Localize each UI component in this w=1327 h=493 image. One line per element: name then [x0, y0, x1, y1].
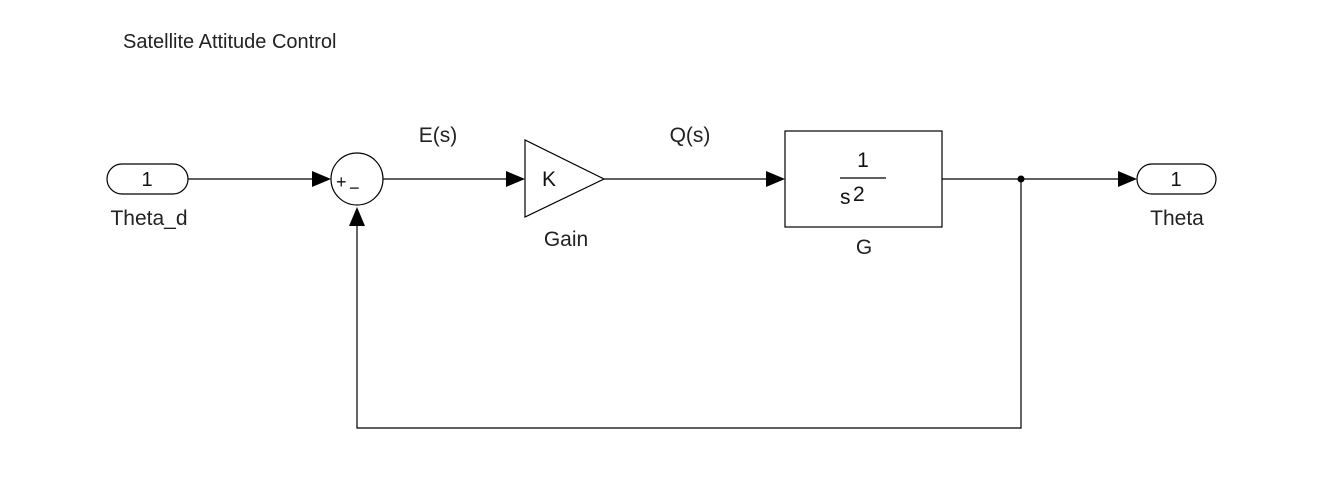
gain-value: K: [542, 168, 556, 191]
gain-shape[interactable]: [524, 139, 606, 218]
gain-name: Gain: [544, 228, 588, 251]
outport-block[interactable]: 1 Theta: [1136, 163, 1217, 230]
inport-block[interactable]: 1 Theta_d: [106, 163, 189, 230]
outport-number: 1: [1170, 169, 1181, 191]
arrow-feedback-into-sum: [349, 207, 365, 226]
sum-shape[interactable]: [330, 152, 384, 206]
inport-shape[interactable]: [106, 163, 189, 195]
tf-numerator: 1: [857, 149, 869, 172]
transfer-function-name: G: [856, 236, 872, 259]
arrow-into-plant: [766, 171, 785, 187]
sum-block[interactable]: + −: [330, 152, 384, 206]
control-signal-label: Q(s): [670, 124, 711, 147]
arrow-into-outport: [1118, 171, 1137, 187]
signal-wires: [188, 175, 1126, 429]
arrow-into-gain: [506, 171, 525, 187]
tf-denominator-exponent: 2: [853, 183, 865, 206]
sum-plus-sign: +: [336, 172, 347, 192]
arrow-into-sum: [312, 171, 331, 187]
error-signal-label: E(s): [419, 124, 458, 147]
outport-name: Theta: [1150, 207, 1204, 230]
outport-shape[interactable]: [1136, 163, 1217, 195]
transfer-function-shape[interactable]: [784, 130, 943, 228]
arrowheads: [312, 171, 1137, 226]
transfer-function-block[interactable]: 1 s 2 G: [784, 130, 943, 259]
tf-denominator-base: s: [840, 186, 851, 209]
inport-name: Theta_d: [110, 207, 187, 230]
feedback-wire[interactable]: [356, 179, 1022, 429]
diagram-title: Satellite Attitude Control: [123, 31, 336, 53]
branch-point: [1017, 175, 1025, 183]
inport-number: 1: [141, 169, 152, 191]
gain-block[interactable]: K Gain: [524, 139, 606, 251]
sum-minus-sign: −: [349, 178, 360, 198]
